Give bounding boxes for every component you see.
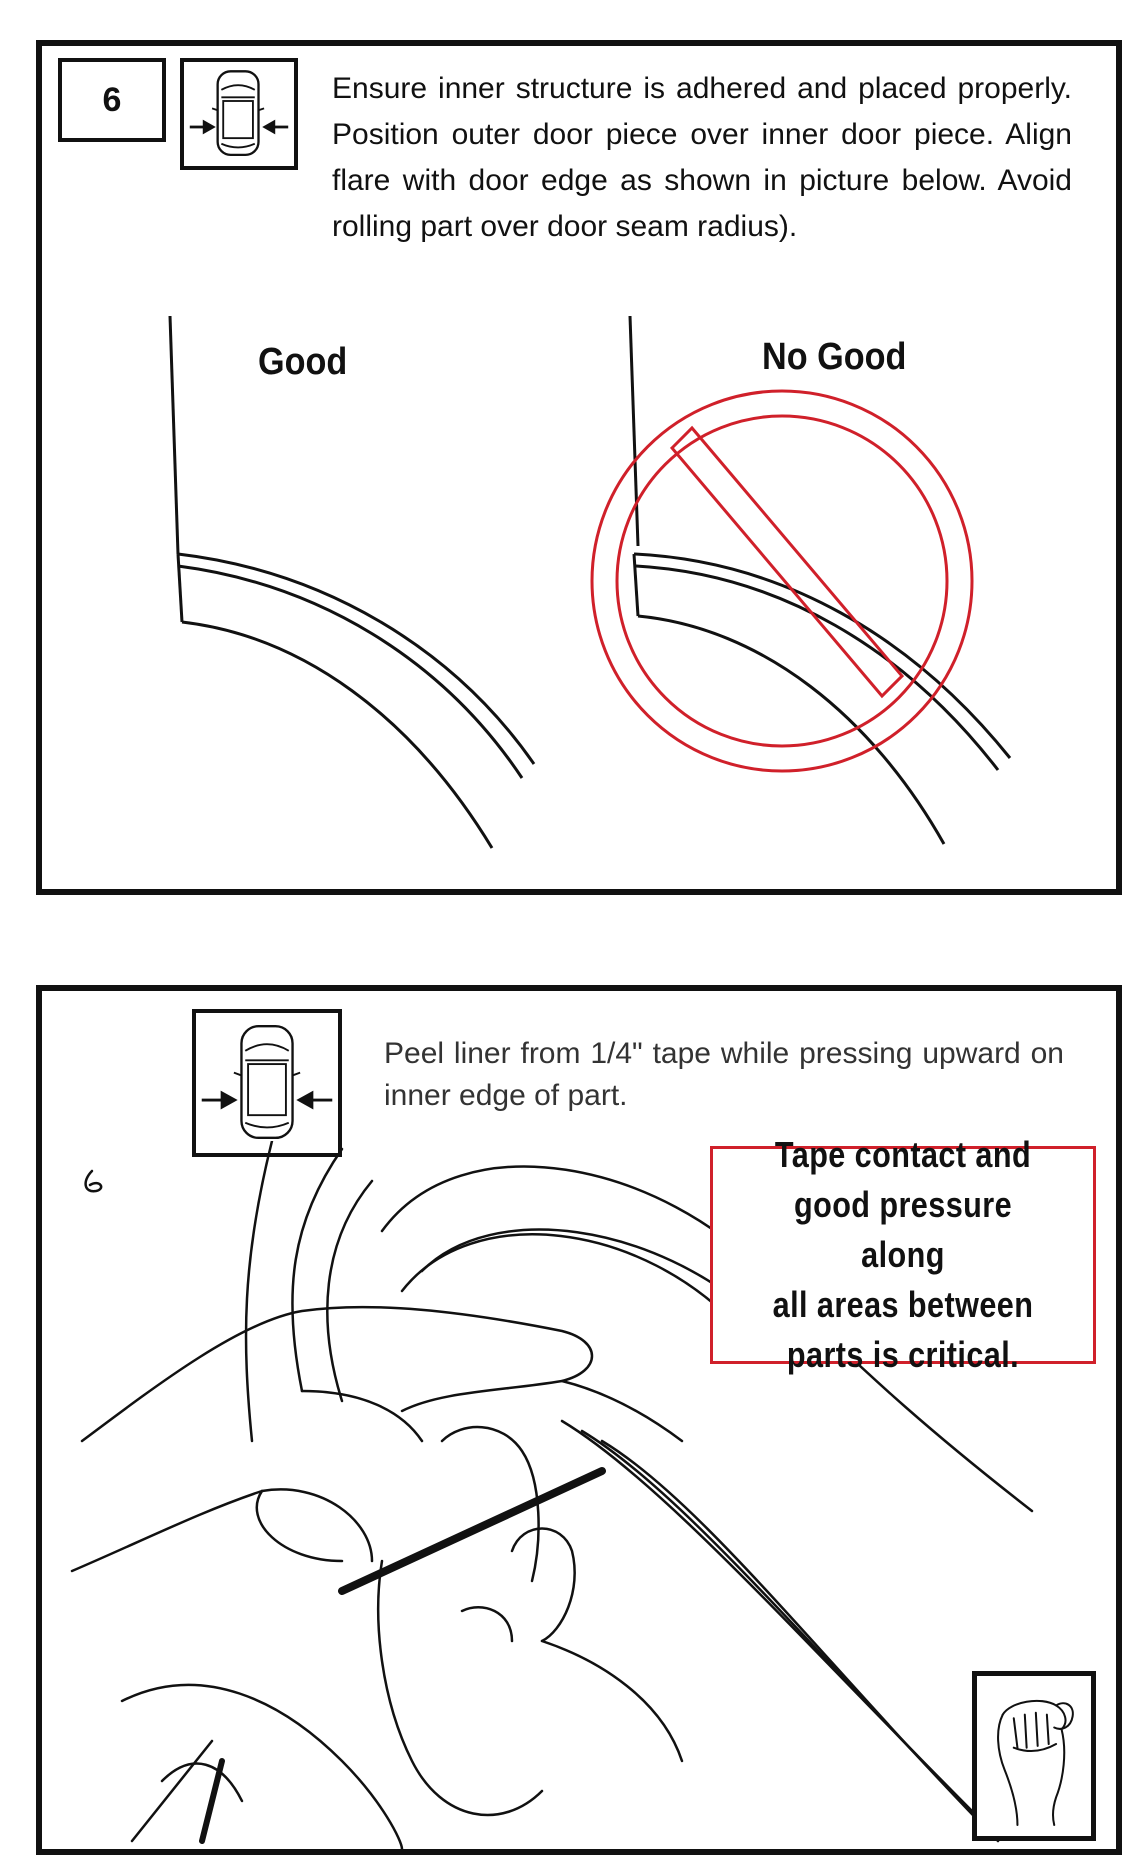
no-good-label: No Good bbox=[762, 336, 907, 378]
hand-pressing-icon bbox=[972, 1671, 1096, 1841]
car-top-view-side-arrows-icon bbox=[180, 58, 298, 170]
car-top-view-side-arrows-icon bbox=[192, 1009, 342, 1157]
good-label: Good bbox=[258, 341, 348, 383]
hand-peeling-tape-illustration bbox=[70, 1141, 1034, 1849]
no-symbol-icon bbox=[590, 389, 974, 773]
step-6-instruction: Ensure inner structure is adhered and pl… bbox=[332, 72, 1072, 243]
tape-peel-instruction: Peel liner from 1/4" tape while pressing… bbox=[384, 1037, 1064, 1112]
step-number: 6 bbox=[102, 80, 122, 119]
critical-note-callout: Tape contact and good pressure along all… bbox=[710, 1134, 1096, 1375]
good-flare-illustration bbox=[168, 316, 536, 849]
step-6-panel: 6 Ensure inner structure is adhered and … bbox=[36, 40, 1122, 895]
tape-peel-panel: Peel liner from 1/4" tape while pressing… bbox=[36, 985, 1122, 1855]
no-good-flare-illustration bbox=[590, 316, 1012, 845]
critical-note-text: Tape contact and good pressure along all… bbox=[772, 1134, 1034, 1375]
step-number-box: 6 bbox=[58, 58, 166, 142]
